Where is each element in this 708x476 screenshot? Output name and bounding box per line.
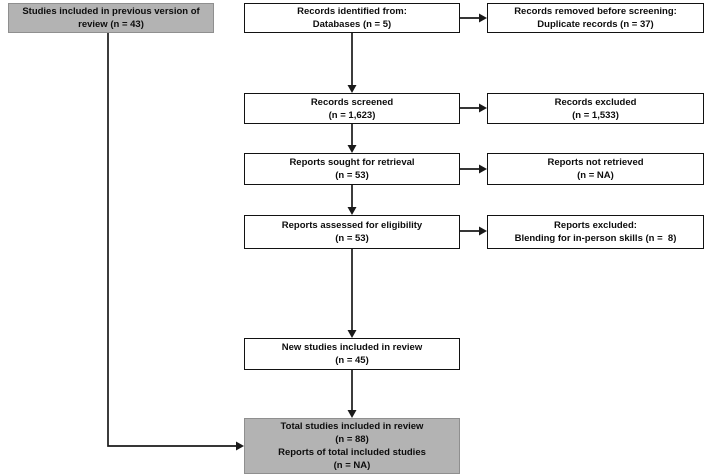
arrow-down-screened-to-sought <box>347 124 357 153</box>
box-reports-assessed: Reports assessed for eligibility (n = 53… <box>244 215 460 249</box>
arrow-right-assessed-to-reports-excluded <box>460 226 487 236</box>
arrow-down-identified-to-screened <box>347 33 357 93</box>
arrow-down-sought-to-assessed <box>347 185 357 215</box>
arrow-right-screened-to-excluded <box>460 103 487 113</box>
box-total-studies-included-text: Total studies included in review (n = 88… <box>278 421 426 471</box>
box-new-studies-included-text: New studies included in review (n = 45) <box>281 342 423 366</box>
box-previous-version-studies: Studies included in previous version of … <box>8 3 214 33</box>
box-records-screened: Records screened (n = 1,623) <box>244 93 460 124</box>
box-records-excluded: Records excluded (n = 1,533) <box>487 93 704 124</box>
box-reports-assessed-text: Reports assessed for eligibility (n = 53… <box>281 220 423 244</box>
box-reports-not-retrieved-text: Reports not retrieved (n = NA) <box>547 157 644 181</box>
box-reports-excluded: Reports excluded: Blending for in-person… <box>487 215 704 249</box>
arrow-right-sought-to-not-retrieved <box>460 164 487 174</box>
box-reports-not-retrieved: Reports not retrieved (n = NA) <box>487 153 704 185</box>
box-records-removed: Records removed before screening: Duplic… <box>487 3 704 33</box>
arrow-down-assessed-to-new-studies <box>347 249 357 338</box>
box-records-identified: Records identified from: Databases (n = … <box>244 3 460 33</box>
arrow-right-identified-to-removed <box>460 13 487 23</box>
box-reports-excluded-text: Reports excluded: Blending for in-person… <box>514 220 677 244</box>
box-records-identified-text: Records identified from: Databases (n = … <box>297 6 407 30</box>
arrow-down-new-studies-to-total <box>347 370 357 418</box>
box-reports-sought-text: Reports sought for retrieval (n = 53) <box>289 157 415 181</box>
box-records-screened-text: Records screened (n = 1,623) <box>310 96 394 121</box>
box-records-removed-text: Records removed before screening: Duplic… <box>514 6 677 30</box>
box-reports-sought: Reports sought for retrieval (n = 53) <box>244 153 460 185</box>
box-previous-version-studies-text: Studies included in previous version of … <box>22 6 200 30</box>
box-total-studies-included: Total studies included in review (n = 88… <box>244 418 460 474</box>
box-records-excluded-text: Records excluded (n = 1,533) <box>554 96 637 121</box>
arrow-elbow-previous-to-total <box>107 33 244 451</box>
box-new-studies-included: New studies included in review (n = 45) <box>244 338 460 370</box>
